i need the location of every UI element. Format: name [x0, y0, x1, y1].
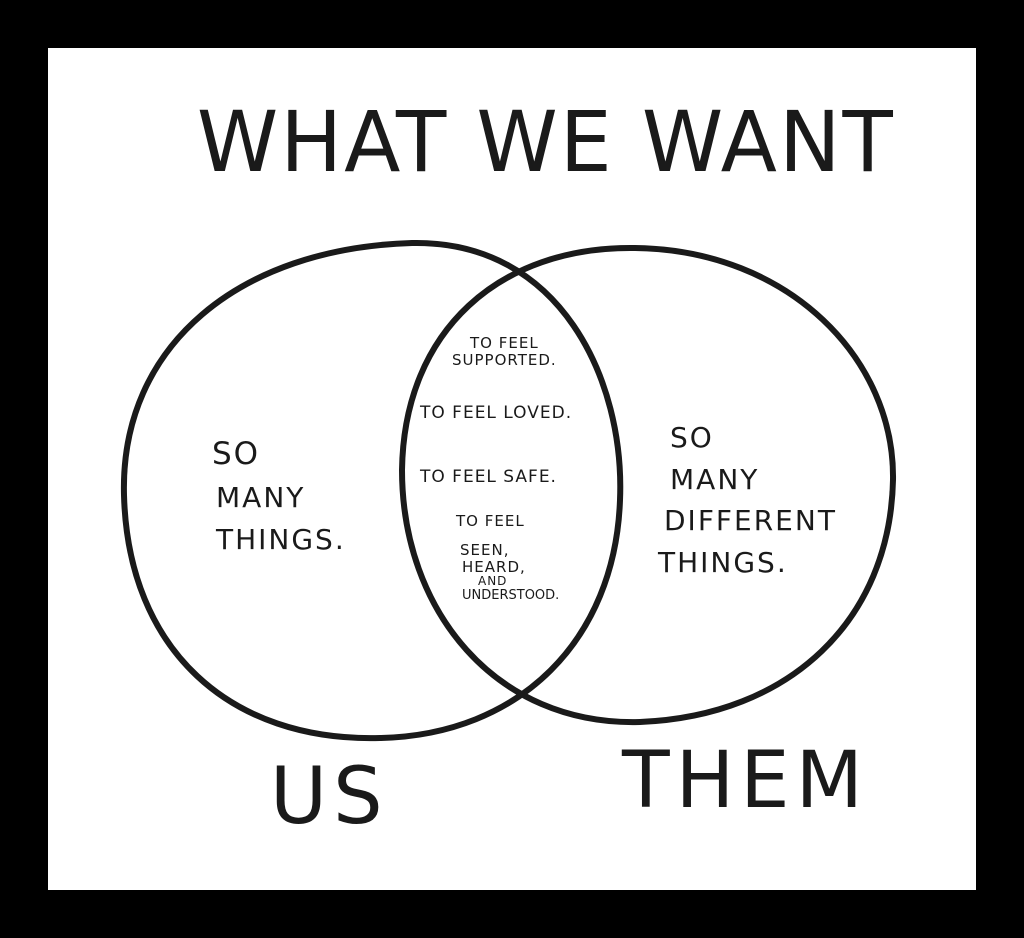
us-only-line: SO [212, 436, 261, 472]
overlap-line: HEARD, [462, 557, 526, 576]
diagram-title: WHAT WE WANT [196, 93, 895, 191]
circle-us [120, 239, 624, 742]
overlap-line: SEEN, [460, 540, 510, 559]
overlap-line: TO FEEL [470, 334, 539, 352]
set-label-them: THEM [622, 736, 869, 826]
circle-them [399, 244, 897, 726]
them-only-line: DIFFERENT [664, 504, 837, 538]
paper-canvas [48, 48, 976, 890]
overlap-item-supported: TO FEEL SUPPORTED. [452, 335, 557, 369]
overlap-item-seen: TO FEEL SEEN, HEARD, AND UNDERSTOOD. [456, 513, 559, 603]
overlap-line: TO FEEL [456, 512, 525, 530]
set-label-us: US [270, 752, 389, 842]
us-only-line: THINGS. [216, 522, 346, 556]
them-only-line: THINGS. [658, 545, 788, 579]
them-only-region-text: SO MANY DIFFERENT THINGS. [658, 413, 837, 579]
overlap-item-loved: TO FEEL LOVED. [420, 403, 573, 423]
overlap-line: UNDERSTOOD. [462, 587, 560, 603]
overlap-item-safe: TO FEEL SAFE. [420, 467, 557, 487]
them-only-line: SO [670, 421, 714, 454]
us-only-line: MANY [216, 481, 306, 515]
us-only-region-text: SO MANY THINGS. [212, 428, 346, 556]
overlap-line: SUPPORTED. [452, 350, 557, 369]
them-only-line: MANY [670, 462, 760, 496]
overlap-line: AND [478, 574, 508, 589]
